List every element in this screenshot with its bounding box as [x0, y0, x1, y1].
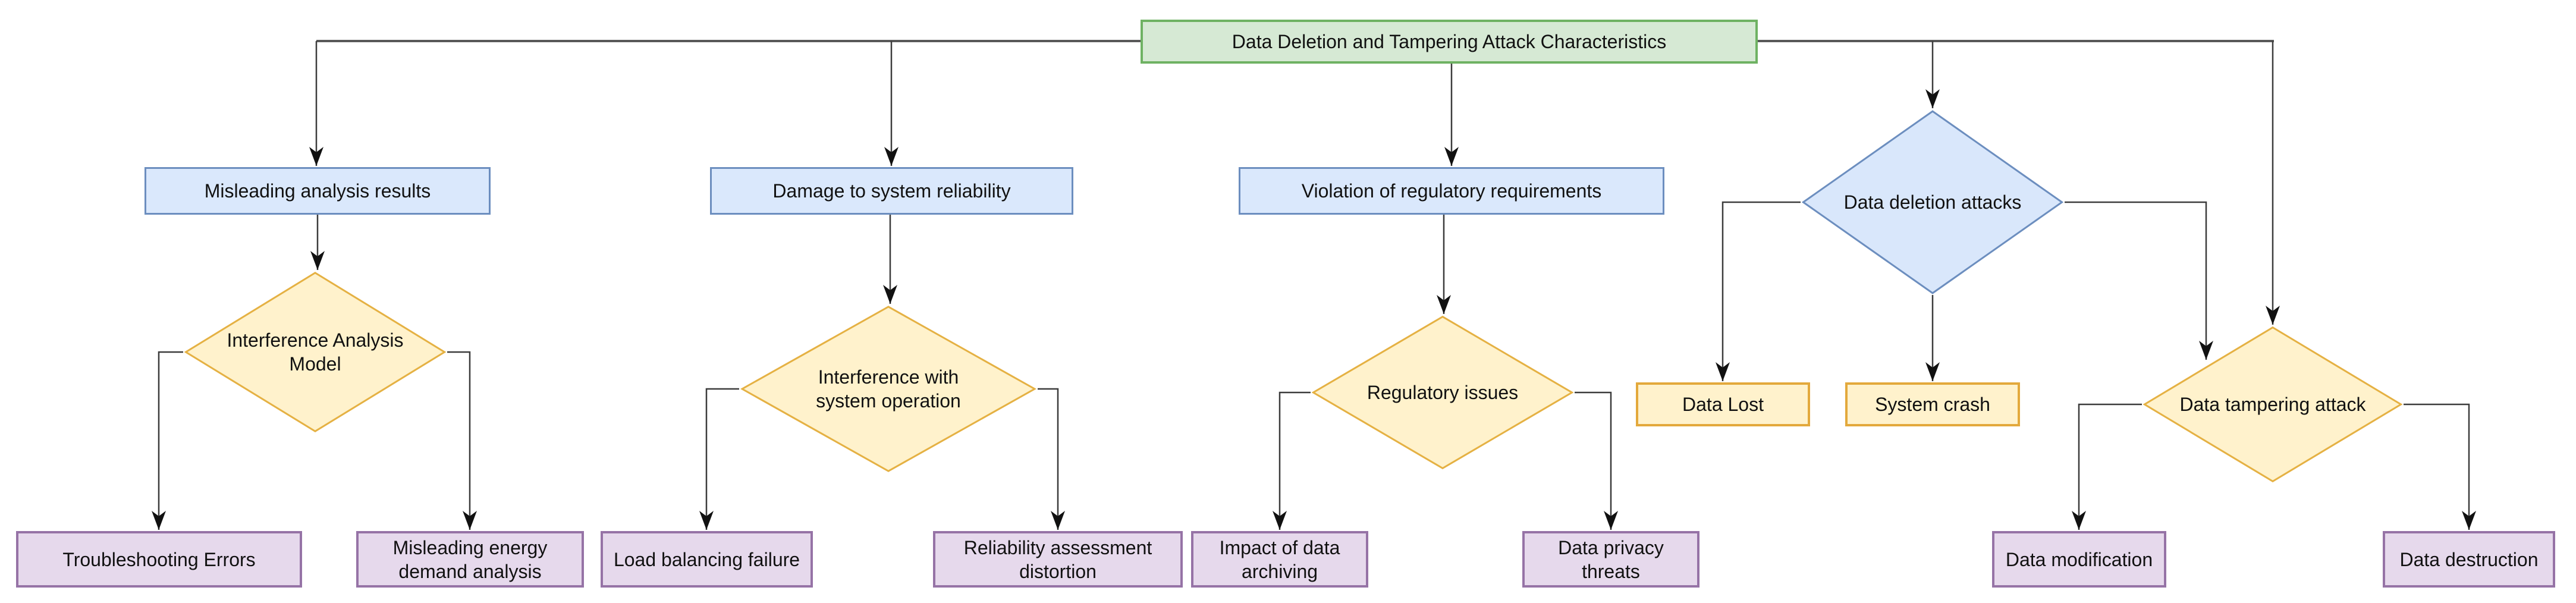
node-deletion-attacks[interactable]: Data deletion attacks	[1801, 109, 2065, 295]
edge-model-energy	[447, 351, 477, 530]
node-misleading-results-label: Misleading analysis results	[204, 180, 431, 202]
regulatory-issues-diamond-shape	[1311, 315, 1575, 470]
node-load-balancing-label: Load balancing failure	[613, 548, 800, 570]
edge-deletion-tampering	[2065, 201, 2213, 360]
node-regulatory-issues[interactable]: Regulatory issues	[1311, 315, 1575, 470]
interference-operation-diamond-shape	[739, 305, 1038, 473]
edge-deletion-datalost	[1716, 201, 1801, 381]
node-reliability-distortion-label: Reliability assessment distortion	[963, 536, 1152, 582]
node-data-lost[interactable]: Data Lost	[1636, 382, 1810, 426]
edge-operation-assessment	[1038, 388, 1065, 530]
node-privacy-threats-label: Data privacy threats	[1558, 536, 1664, 582]
node-data-archiving-label: Impact of data archiving	[1219, 536, 1340, 582]
node-system-reliability-label: Damage to system reliability	[772, 180, 1011, 202]
interference-model-diamond-shape	[183, 271, 447, 433]
node-data-destruction[interactable]: Data destruction	[2383, 531, 2555, 588]
node-interference-operation-label: Interference with system operation	[816, 366, 961, 412]
node-interference-model-label: Interference Analysis Model	[227, 329, 404, 375]
edge-tampering-destruction	[2404, 403, 2476, 530]
node-deletion-attacks-label: Data deletion attacks	[1843, 191, 2022, 213]
node-data-archiving[interactable]: Impact of data archiving	[1191, 531, 1368, 588]
edge-issues-archiving	[1273, 391, 1311, 530]
node-root-label: Data Deletion and Tampering Attack Chara…	[1232, 31, 1667, 52]
deletion-attacks-diamond-shape	[1801, 109, 2065, 295]
node-root[interactable]: Data Deletion and Tampering Attack Chara…	[1141, 20, 1758, 64]
edge-model-troubleshooting	[152, 351, 183, 530]
node-data-modification-label: Data modification	[2005, 548, 2153, 570]
node-tampering-attack[interactable]: Data tampering attack	[2142, 326, 2404, 483]
node-regulatory-violation-label: Violation of regulatory requirements	[1301, 180, 1602, 202]
node-tampering-attack-label: Data tampering attack	[2179, 394, 2366, 415]
node-data-destruction-label: Data destruction	[2399, 548, 2539, 570]
node-troubleshooting-label: Troubleshooting Errors	[62, 548, 256, 570]
node-regulatory-violation[interactable]: Violation of regulatory requirements	[1239, 167, 1664, 215]
node-regulatory-issues-label: Regulatory issues	[1366, 382, 1519, 403]
node-system-crash-label: System crash	[1875, 394, 1990, 415]
node-data-modification[interactable]: Data modification	[1992, 531, 2166, 588]
node-energy-demand-label: Misleading energy demand analysis	[392, 536, 548, 582]
node-system-reliability[interactable]: Damage to system reliability	[710, 167, 1073, 215]
tampering-attack-diamond-shape	[2142, 326, 2404, 483]
node-interference-operation[interactable]: Interference with system operation	[739, 305, 1038, 473]
edge-tampering-modification	[2072, 403, 2142, 530]
node-data-lost-label: Data Lost	[1682, 394, 1764, 415]
node-privacy-threats[interactable]: Data privacy threats	[1522, 531, 1699, 588]
node-troubleshooting[interactable]: Troubleshooting Errors	[16, 531, 302, 588]
node-misleading-results[interactable]: Misleading analysis results	[144, 167, 491, 215]
edge-issues-privacy	[1575, 391, 1618, 530]
node-reliability-distortion[interactable]: Reliability assessment distortion	[933, 531, 1183, 588]
node-energy-demand[interactable]: Misleading energy demand analysis	[356, 531, 584, 588]
node-interference-model[interactable]: Interference Analysis Model	[183, 271, 447, 433]
edge-operation-load	[699, 388, 739, 530]
node-load-balancing[interactable]: Load balancing failure	[601, 531, 813, 588]
node-system-crash[interactable]: System crash	[1845, 382, 2020, 426]
